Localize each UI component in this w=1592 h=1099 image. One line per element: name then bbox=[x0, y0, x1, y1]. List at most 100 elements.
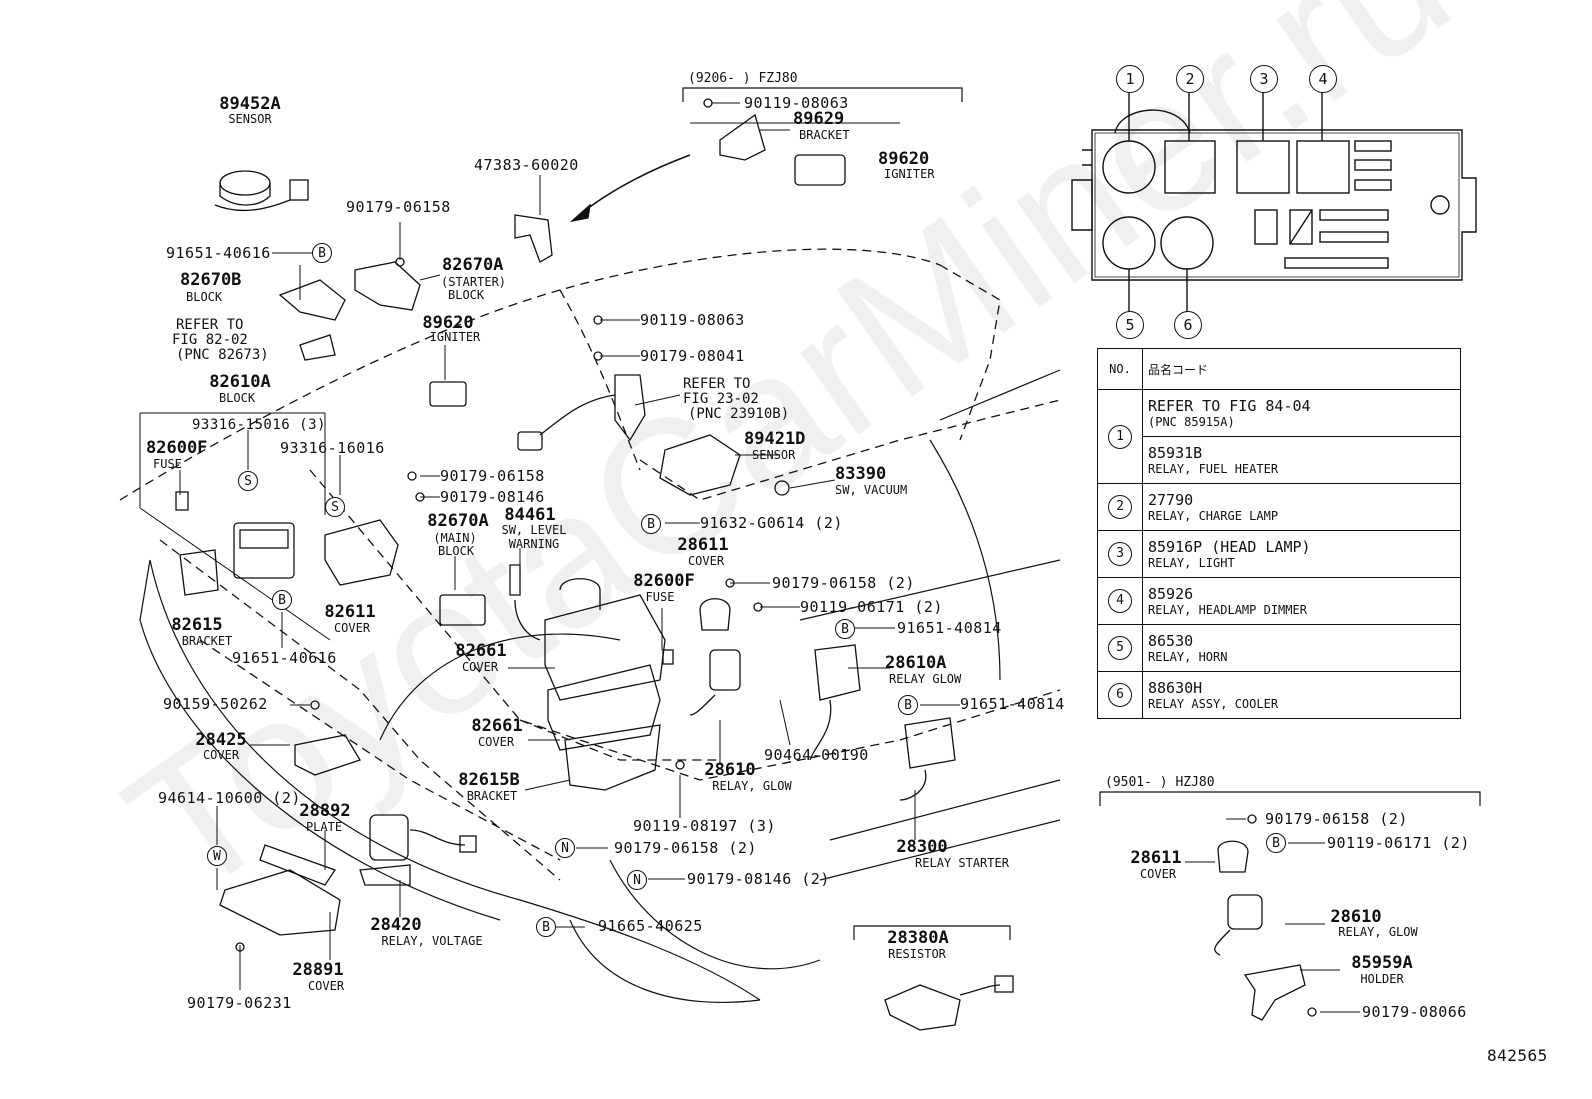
relay-position-1: 1 bbox=[1116, 65, 1144, 93]
refer-fig: FIG 23-02 bbox=[683, 391, 759, 407]
bracket-caption: BRACKET bbox=[466, 789, 518, 803]
part-91651-40814: 91651-40814 bbox=[897, 619, 1002, 637]
block-caption: BLOCK bbox=[186, 290, 223, 304]
circle-N: N bbox=[555, 838, 575, 858]
refer-to: REFER TO bbox=[683, 376, 751, 392]
part-28420: 28420 bbox=[370, 915, 422, 935]
refer-pnc: (PNC 23910B) bbox=[688, 406, 790, 422]
part-82670A-main: 82670A bbox=[427, 511, 489, 531]
part-93316-15016: 93316-15016 (3) bbox=[192, 417, 326, 433]
cover-caption: COVER bbox=[477, 735, 515, 749]
fuse-caption: FUSE bbox=[645, 590, 675, 604]
part-28892: 28892 bbox=[299, 801, 351, 821]
part-28300: 28300 bbox=[896, 837, 948, 857]
resistor-caption: RESISTOR bbox=[888, 947, 946, 961]
part-90179-08146: 90179-08146 (2) bbox=[687, 870, 830, 888]
cover-caption: COVER bbox=[202, 748, 240, 762]
part-28891: 28891 bbox=[292, 960, 344, 980]
relay-glow-caption: RELAY GLOW bbox=[889, 672, 962, 686]
part-89452A: 89452A bbox=[219, 94, 281, 114]
circle-N: N bbox=[627, 870, 647, 890]
relay-voltage-caption: RELAY, VOLTAGE bbox=[381, 934, 483, 948]
relay-table-row: 1 REFER TO FIG 84-04(PNC 85915A) bbox=[1097, 389, 1461, 484]
part-91651-40616: 91651-40616 bbox=[166, 244, 271, 262]
circle-B: B bbox=[835, 619, 855, 639]
part-90119-08063: 90119-08063 bbox=[640, 311, 745, 329]
row-number: 6 bbox=[1108, 683, 1132, 707]
relay-table-header: NO. 品名コード bbox=[1097, 348, 1461, 390]
part-89421D: 89421D bbox=[744, 429, 806, 449]
relay-table-row: 3 85916P (HEAD LAMP)RELAY, LIGHT bbox=[1097, 530, 1461, 578]
part-28380A: 28380A bbox=[887, 928, 949, 948]
row-desc: RELAY ASSY, COOLER bbox=[1148, 697, 1279, 711]
part-82610A: 82610A bbox=[209, 372, 271, 392]
variant-brackets bbox=[682, 87, 1481, 940]
holder-caption: HOLDER bbox=[1360, 972, 1404, 986]
bracket-caption: BRACKET bbox=[799, 128, 850, 142]
sensor-caption: SENSOR bbox=[752, 448, 796, 462]
part-90464-00190: 90464-00190 bbox=[764, 746, 869, 764]
vehicle-outline bbox=[119, 248, 1061, 881]
part-90179-08066: 90179-08066 bbox=[1362, 1003, 1467, 1021]
part-85959A: 85959A bbox=[1351, 953, 1413, 973]
relay-glow-caption: RELAY, GLOW bbox=[1338, 925, 1418, 939]
relay-position-3: 3 bbox=[1250, 65, 1278, 93]
refer-pnc: (PNC 82673) bbox=[176, 347, 269, 363]
row-number: 3 bbox=[1108, 542, 1132, 566]
row-number: 1 bbox=[1108, 424, 1132, 449]
block-caption: BLOCK bbox=[218, 391, 256, 405]
part-91651-40616: 91651-40616 bbox=[232, 649, 337, 667]
row-part: 85926 bbox=[1148, 585, 1194, 603]
relay-block-drawing bbox=[1071, 90, 1477, 312]
row-number: 2 bbox=[1108, 495, 1132, 519]
part-90179-06231: 90179-06231 bbox=[187, 994, 292, 1012]
relay-position-5: 5 bbox=[1116, 311, 1144, 339]
cover-caption: COVER bbox=[333, 621, 371, 635]
part-90179-06158: 90179-06158 bbox=[440, 467, 545, 485]
warning-caption: WARNING bbox=[508, 537, 560, 551]
cover-caption: COVER bbox=[687, 554, 725, 568]
circle-S: S bbox=[325, 497, 345, 517]
part-82600F: 82600F bbox=[146, 438, 208, 458]
part-90119-08197: 90119-08197 (3) bbox=[633, 817, 776, 835]
row-part: 88630H bbox=[1148, 679, 1203, 697]
part-90179-06158: 90179-06158 bbox=[346, 198, 451, 216]
part-82661: 82661 bbox=[471, 716, 523, 736]
row-desc: RELAY, LIGHT bbox=[1148, 556, 1235, 570]
part-90119-06171: 90119-06171 (2) bbox=[1327, 834, 1470, 852]
part-47383-60020: 47383-60020 bbox=[474, 156, 579, 174]
relay-position-4: 4 bbox=[1309, 65, 1337, 93]
circle-S: S bbox=[238, 471, 258, 491]
part-89620-igniter: 89620 bbox=[878, 149, 930, 169]
circle-B: B bbox=[1266, 833, 1286, 853]
part-90119-08063: 90119-08063 bbox=[744, 94, 849, 112]
part-90179-06158: 90179-06158 (2) bbox=[1265, 810, 1408, 828]
row-part: 27790 bbox=[1148, 491, 1194, 509]
starter-caption: (STARTER) bbox=[441, 275, 507, 289]
part-28610A: 28610A bbox=[885, 653, 947, 673]
row-part: 86530 bbox=[1148, 632, 1194, 650]
part-28610: 28610 bbox=[1330, 907, 1382, 927]
part-28425: 28425 bbox=[195, 730, 247, 750]
plate-caption: PLATE bbox=[305, 820, 343, 834]
refer-fig: FIG 82-02 bbox=[172, 332, 248, 348]
part-90179-06158: 90179-06158 (2) bbox=[614, 839, 757, 857]
cover-caption: COVER bbox=[461, 660, 499, 674]
relay-position-6: 6 bbox=[1174, 311, 1202, 339]
row-number: 5 bbox=[1108, 636, 1132, 660]
igniter-caption: IGNITER bbox=[429, 330, 481, 344]
part-90119-06171: 90119-06171 (2) bbox=[800, 598, 943, 616]
row-desc: RELAY, HORN bbox=[1148, 650, 1228, 664]
page-code: 842565 bbox=[1487, 1046, 1548, 1065]
part-84461: 84461 bbox=[504, 505, 556, 525]
row-desc: RELAY, CHARGE LAMP bbox=[1148, 509, 1279, 523]
part-91651-40814: 91651-40814 bbox=[960, 695, 1065, 713]
variant-fzj80: (9206- ) FZJ80 bbox=[688, 71, 798, 86]
circle-B: B bbox=[641, 514, 661, 534]
col-code: 品名コード bbox=[1142, 348, 1461, 390]
relay-position-2: 2 bbox=[1176, 65, 1204, 93]
